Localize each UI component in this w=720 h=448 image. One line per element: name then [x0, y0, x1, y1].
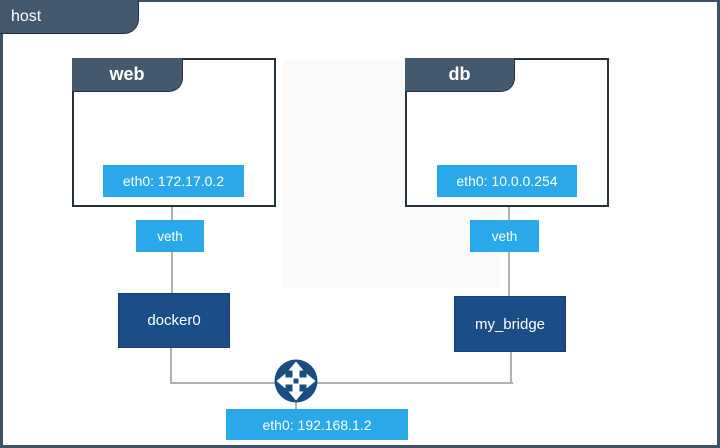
container-web-tab: web: [72, 58, 183, 92]
connector-horizontal-bus: [170, 382, 513, 384]
connector-web-to-veth: [171, 203, 173, 220]
connector-db-to-veth: [508, 203, 510, 220]
router-icon: [273, 358, 319, 404]
veth-left-label: veth: [136, 220, 204, 252]
bridge-docker0: docker0: [118, 293, 230, 348]
connector-veth-to-mybridge: [508, 252, 510, 296]
connector-docker0-to-bus: [170, 348, 172, 384]
veth-right-label: veth: [470, 220, 539, 252]
db-eth0-label: eth0: 10.0.0.254: [437, 165, 577, 197]
connector-veth-to-docker0: [171, 252, 173, 293]
container-db-tab: db: [405, 58, 515, 92]
connector-router-to-hosteth: [295, 400, 297, 410]
host-eth0-label: eth0: 192.168.1.2: [226, 409, 408, 440]
host-title: host: [11, 7, 42, 25]
web-eth0-label: eth0: 172.17.0.2: [103, 165, 244, 197]
container-web-title: web: [109, 64, 145, 84]
container-db-title: db: [448, 64, 471, 84]
connector-mybridge-to-bus: [510, 352, 512, 383]
bridge-mybridge: my_bridge: [454, 296, 566, 352]
host-tab: host: [0, 0, 138, 33]
container-node-db: db eth0: 10.0.0.254: [405, 58, 609, 207]
container-node-web: web eth0: 172.17.0.2: [72, 58, 276, 207]
